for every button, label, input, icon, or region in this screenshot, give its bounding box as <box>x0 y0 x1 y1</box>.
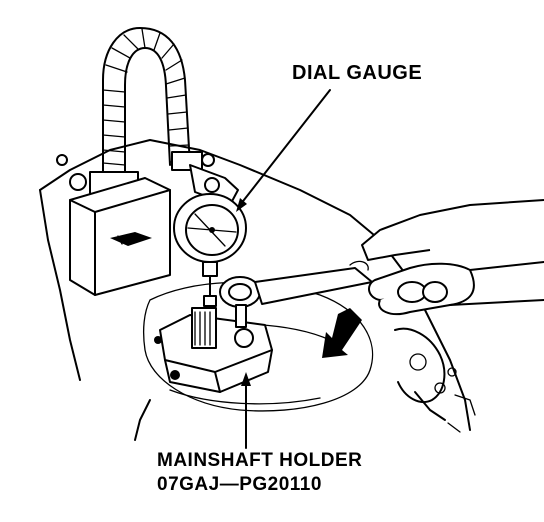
holder-leader-arrowhead <box>241 372 251 386</box>
mainshaft-holder <box>154 307 273 393</box>
magnetic-base-icon <box>69 171 171 296</box>
arrow-icon <box>322 308 362 358</box>
mainshaft-holder-label: MAINSHAFT HOLDER 07GAJ—PG20110 <box>157 449 362 497</box>
dial-gauge-icon <box>173 193 247 311</box>
hand-icon <box>349 199 544 316</box>
dial-gauge-leader-arrowhead <box>236 198 247 212</box>
holder-part-number: 07GAJ—PG20110 <box>157 474 322 495</box>
fastener <box>201 153 215 167</box>
flex-stand-hose <box>102 27 191 176</box>
holder-name: MAINSHAFT HOLDER <box>157 450 363 471</box>
dial-gauge-label: DIAL GAUGE <box>292 62 423 84</box>
fastener <box>56 154 68 166</box>
wrench-icon <box>219 267 373 328</box>
dial-gauge-leader <box>239 89 331 206</box>
gauge-arm-clamp <box>171 151 239 206</box>
